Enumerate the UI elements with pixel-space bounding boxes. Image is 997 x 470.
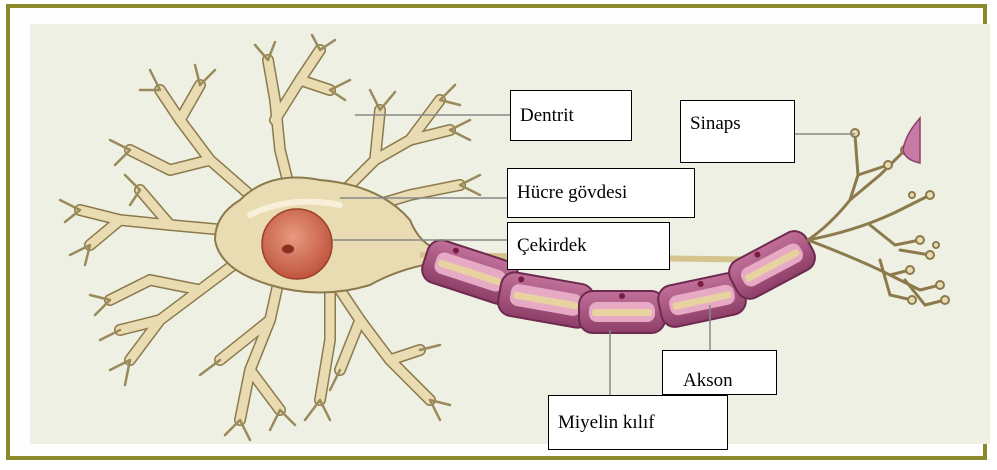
- label-cell-body: Hücre gövdesi: [507, 168, 695, 218]
- label-nucleus: Çekirdek: [507, 222, 670, 270]
- nucleus: [262, 209, 332, 279]
- synapse-target: [903, 118, 920, 163]
- label-axon: Akson: [662, 350, 777, 395]
- label-myelin: Miyelin kılıf: [548, 395, 728, 450]
- axon-terminals: [808, 135, 945, 305]
- label-synapse: Sinaps: [680, 100, 795, 163]
- label-dendrite: Dentrit: [510, 90, 632, 141]
